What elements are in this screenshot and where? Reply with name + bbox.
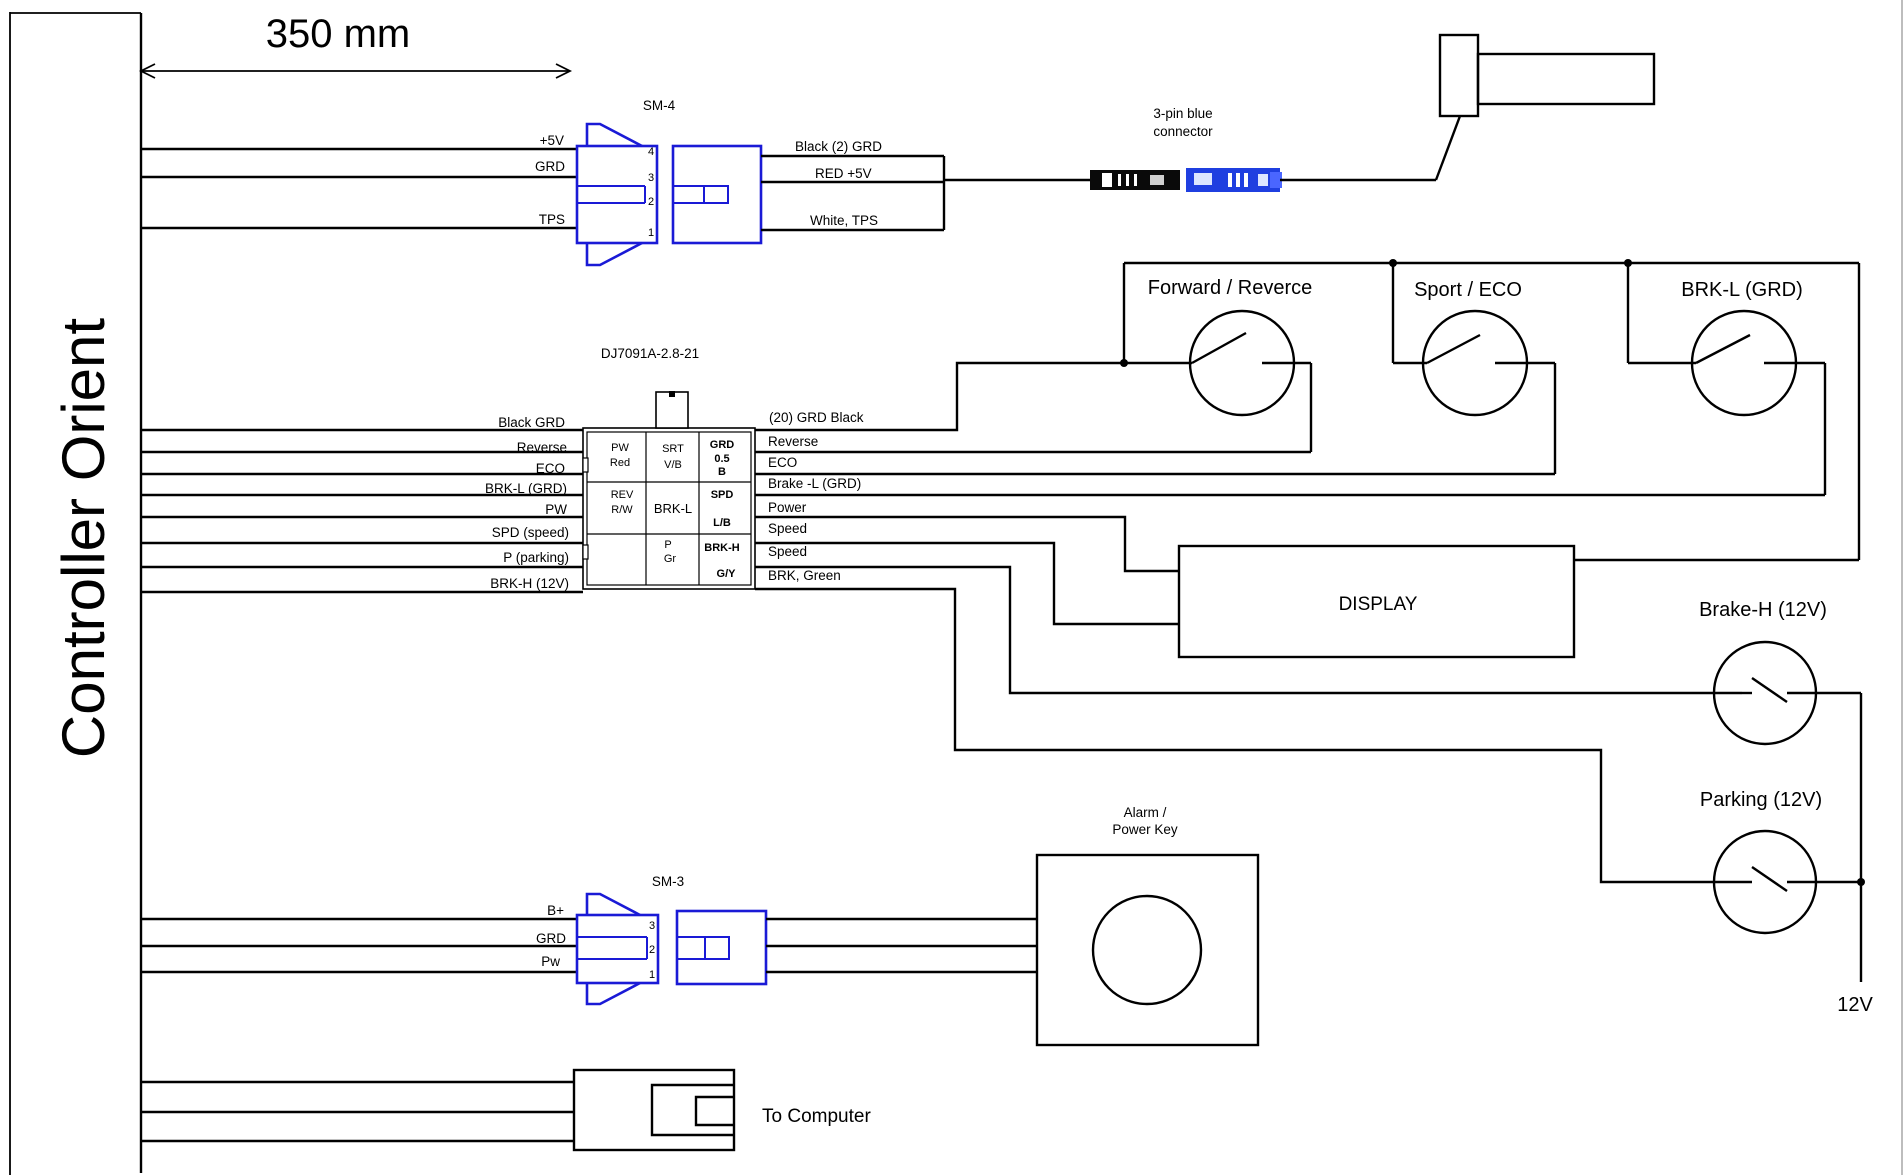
dimension-marker: 350 mm [138,12,573,79]
dj-cell-red: Red [610,457,630,469]
display-label: DISPLAY [1339,594,1418,615]
alarm-label-line2: Power Key [1112,822,1178,837]
dj-cell-pw: PW [611,442,629,454]
forward-reverse-switch: Forward / Reverce [1124,277,1312,452]
sm3-pin-num-3: 3 [649,920,655,932]
dj-left-black-grd: Black GRD [498,415,565,430]
blue-connector-label-line2: connector [1153,124,1213,139]
sm4-connector: SM-4 +5V GRD TPS 4 3 2 1 Black (2) GRD R… [141,98,946,267]
dj-cell-grd: GRD [710,439,735,451]
sm3-title: SM-3 [652,874,684,889]
sport-eco-switch: Sport / ECO [1393,279,1557,474]
dj-right-grd-black: (20) GRD Black [769,410,864,425]
sm4-wire-red-label: RED +5V [815,166,872,181]
throttle-grip [1438,33,1480,118]
dj-right-speed-1: Speed [768,521,807,536]
dj-cell-vb: V/B [664,459,682,471]
supply-12v-label: 12V [1837,994,1873,1016]
sm4-pin-num-3: 3 [648,172,654,184]
dj-cell-b: B [718,466,726,478]
sm4-pin-num-1: 1 [648,227,654,239]
dj-left-brk-l: BRK-L (GRD) [485,481,567,496]
sm4-pin-tps-label: TPS [539,212,565,227]
sm4-title: SM-4 [643,98,676,113]
computer-label: To Computer [762,1106,871,1127]
sm3-pin-pw-label: Pw [541,954,560,969]
dj-left-spd: SPD (speed) [492,525,569,540]
sm3-pin-num-2: 2 [649,944,655,956]
sm3-pin-bplus-label: B+ [547,903,564,918]
dj-cell-brk-h: BRK-H [704,542,739,554]
dj-right-speed-2: Speed [768,544,807,559]
blue-connector-label-line1: 3-pin blue [1153,106,1212,121]
dj-cell-gr: Gr [664,553,677,565]
dj-right-reverse: Reverse [768,434,818,449]
switch-bus [1120,259,1861,562]
dj-cell-spd: SPD [711,489,734,501]
controller-block: Controller Orient [9,12,143,1175]
parking-label: Parking (12V) [1700,789,1822,811]
dj-left-pw: PW [545,502,567,517]
sm3-pin-grd-label: GRD [536,931,566,946]
parking-switch: Parking (12V) [1700,789,1865,935]
brake-h-switch: Brake-H (12V) [1699,599,1861,746]
sm4-pin-5v-label: +5V [540,133,564,148]
dj-right-power: Power [768,500,807,515]
dimension-label: 350 mm [266,12,411,56]
brake-h-label: Brake-H (12V) [1699,599,1827,621]
alarm-label-line1: Alarm / [1124,805,1167,820]
dj-left-reverse: Reverse [517,440,567,455]
display-module: DISPLAY [1177,544,1576,659]
dj7091a-connector: DJ7091A-2.8-21 Black GRD Reverse ECO BRK… [141,346,1825,884]
dj-cell-lb: L/B [713,517,731,529]
sm4-wire-black-label: Black (2) GRD [795,139,882,154]
sm3-pin-num-1: 1 [649,969,655,981]
dj-cell-p: P [664,539,671,551]
throttle-assembly: 3-pin blue connector [944,33,1656,192]
dj-left-brk-h: BRK-H (12V) [490,576,569,591]
dj-left-eco: ECO [536,461,565,476]
sm3-connector: SM-3 B+ GRD Pw 3 2 1 [141,874,1037,1006]
dj-left-parking: P (parking) [503,550,569,565]
brk-l-switch-label: BRK-L (GRD) [1681,279,1802,301]
sm4-pin-grd-label: GRD [535,159,565,174]
computer-port: To Computer [141,1068,871,1152]
sm4-wire-white-label: White, TPS [810,213,878,228]
controller-label: Controller Orient [50,318,117,758]
dj-title: DJ7091A-2.8-21 [601,346,699,361]
dj-cell-brk-l: BRK-L [654,501,692,516]
dj-cell-05: 0.5 [714,453,729,465]
sport-eco-label: Sport / ECO [1414,279,1522,301]
dj-cell-rw: R/W [611,504,633,516]
dj-right-brake-l: Brake -L (GRD) [768,476,861,491]
dj-right-brk-green: BRK, Green [768,568,841,583]
dj-cell-gy: G/Y [717,568,737,580]
sm4-pin-num-4: 4 [648,146,654,158]
alarm-power-key: Alarm / Power Key [1035,805,1260,1047]
sm4-pin-num-2: 2 [648,196,654,208]
dj-cell-srt: SRT [662,443,684,455]
dj-cell-rev: REV [611,489,634,501]
dj-right-eco: ECO [768,455,797,470]
brk-l-switch: BRK-L (GRD) [1628,279,1827,495]
forward-reverse-label: Forward / Reverce [1148,277,1313,299]
supply-12v: 12V [1837,693,1873,1016]
